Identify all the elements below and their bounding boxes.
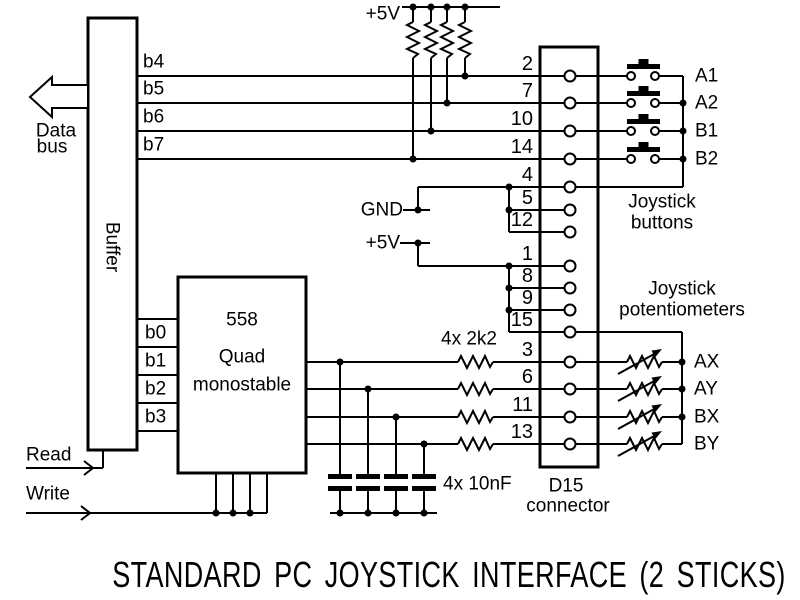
pin-number-2: 2: [521, 53, 533, 75]
pot-label-bx: BX: [694, 406, 720, 428]
d15-connector-box: [538, 45, 600, 469]
resistor-2k2: [457, 437, 494, 451]
pots-caption-line1: Joystick: [648, 278, 716, 300]
capacitor-10nf: [356, 474, 380, 491]
wires-capacitors: [330, 362, 437, 514]
pin-number-3: 3: [521, 339, 533, 361]
pin-number-5: 5: [521, 187, 533, 209]
wires-read-write: [26, 450, 268, 514]
wires-pullups: [402, 6, 500, 159]
joystick-potentiometers: [617, 348, 663, 457]
write-arrowhead: [80, 505, 92, 521]
monostable-558-box: [176, 275, 308, 475]
series-resistors-2k2: [457, 355, 494, 451]
data-bus-label-line1: Data: [35, 120, 77, 142]
pots-caption-line2: potentiometers: [619, 299, 745, 321]
buttons-caption-line2: buttons: [630, 212, 694, 234]
buttons-caption-line1: Joystick: [628, 191, 696, 213]
vcc-mid-label: +5V: [365, 232, 400, 254]
bit-label-b2: b2: [145, 378, 167, 400]
button-label-a2: A2: [695, 92, 719, 114]
schematic-title: STANDARD PC JOYSTICK INTERFACE (2 STICKS…: [112, 554, 786, 595]
schematic-title-row: STANDARD PC JOYSTICK INTERFACE (2 STICKS…: [0, 554, 800, 596]
connector-name-line2: connector: [526, 495, 610, 517]
pin-number-13: 13: [510, 421, 533, 443]
monostable-label-line3: monostable: [192, 374, 292, 396]
pin-number-11: 11: [512, 394, 533, 416]
pullup-resistor: [458, 21, 472, 59]
bit-label-b7: b7: [143, 134, 165, 156]
bit-label-b5: b5: [143, 78, 165, 100]
capacitor-10nf: [328, 474, 352, 491]
button-label-a1: A1: [695, 65, 719, 87]
pin-number-14: 14: [510, 136, 533, 158]
pin-number-15: 15: [510, 309, 533, 331]
joystick-buttons: [626, 58, 661, 164]
pushbutton-a1: [626, 58, 661, 81]
wires-bit-cells: [137, 318, 178, 432]
resistor-2k2: [457, 355, 494, 369]
pullup-resistor: [424, 21, 438, 59]
monostable-label-line1: 558: [226, 309, 258, 331]
read-arrowhead: [83, 460, 95, 476]
connector-name-line1: D15: [548, 475, 584, 497]
vcc-top-label: +5V: [365, 3, 400, 25]
pin-number-7: 7: [521, 80, 533, 102]
pin-number-6: 6: [521, 366, 533, 388]
pin-number-9: 9: [521, 287, 533, 309]
bit-label-b1: b1: [145, 350, 167, 372]
buffer-label: Buffer: [101, 221, 123, 273]
capacitors-label: 4x 10nF: [443, 473, 512, 495]
timing-capacitors-10nf: [328, 474, 436, 491]
data-bus-arrow: [28, 74, 89, 120]
pin-number-10: 10: [510, 108, 533, 130]
wires-button-lines: [137, 75, 683, 160]
monostable-label-line2: Quad: [218, 346, 266, 368]
bit-label-b6: b6: [143, 106, 165, 128]
resistors-label: 4x 2k2: [441, 328, 497, 350]
pin-number-12: 12: [510, 209, 533, 231]
gnd-label: GND: [360, 199, 403, 221]
pushbutton-b2: [626, 141, 661, 164]
button-label-b2: B2: [695, 148, 719, 170]
bit-label-b4: b4: [143, 51, 165, 73]
pullup-resistor: [406, 21, 420, 59]
pullup-resistor: [440, 21, 454, 59]
pot-label-by: BY: [694, 433, 720, 455]
wires-timing-lines: [306, 361, 682, 445]
bit-label-b0: b0: [145, 322, 167, 344]
buffer-box: [86, 16, 139, 452]
pin-number-4: 4: [521, 164, 533, 186]
pot-label-ax: AX: [694, 351, 720, 373]
resistor-2k2: [457, 382, 494, 396]
pin-number-8: 8: [521, 265, 533, 287]
pot-label-ay: AY: [694, 378, 718, 400]
pushbutton-a2: [626, 85, 661, 108]
write-label: Write: [26, 483, 70, 505]
bit-label-b3: b3: [145, 406, 167, 428]
read-label: Read: [26, 444, 72, 466]
pushbutton-b1: [626, 113, 661, 136]
capacitor-10nf: [384, 474, 408, 491]
button-label-b1: B1: [695, 120, 719, 142]
resistor-2k2: [457, 410, 494, 424]
pullup-resistors: [406, 21, 472, 59]
pin-number-1: 1: [521, 243, 533, 265]
data-bus-label-line2: bus: [36, 136, 68, 158]
capacitor-10nf: [412, 474, 436, 491]
